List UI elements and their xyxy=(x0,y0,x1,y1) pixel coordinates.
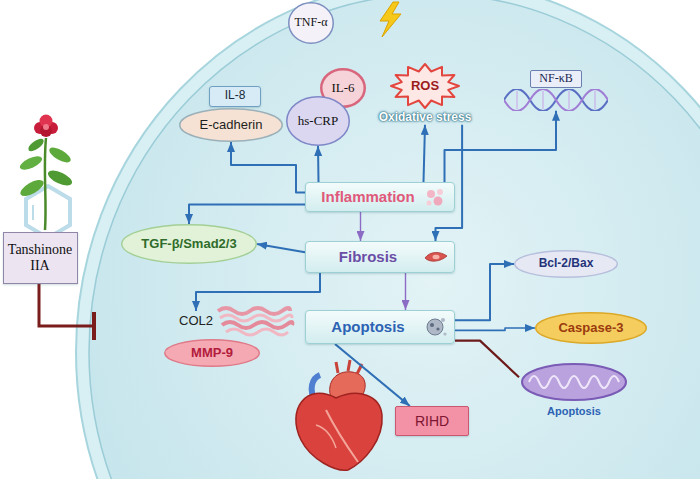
mitochondrion-node: Apoptosis xyxy=(519,360,629,418)
node-label: TGF-β/Smad2/3 xyxy=(141,237,236,252)
dna-helix xyxy=(504,89,608,111)
cell-icon xyxy=(424,186,448,208)
node-label: TNF-α xyxy=(295,16,328,30)
node-label: RIHD xyxy=(415,413,449,429)
node-label: Bcl-2/Bax xyxy=(539,257,594,271)
node-label: Tanshinone IIA xyxy=(8,242,72,274)
connector-arrow xyxy=(455,264,514,320)
cell-icon xyxy=(424,316,448,338)
marker-ellipse: Bcl-2/Bax xyxy=(514,250,618,278)
marker-box: IL-8 xyxy=(209,86,261,107)
radiation-bolt xyxy=(380,2,401,37)
connector-arrow xyxy=(455,341,519,378)
node-label: Caspase-3 xyxy=(558,321,623,336)
node-label: Apoptosis xyxy=(331,318,404,335)
process-box: Fibrosis xyxy=(305,241,455,273)
drug-box: Tanshinone IIA xyxy=(3,232,78,284)
cytokine-circle: TNF-α xyxy=(288,2,334,44)
connector-arrow xyxy=(189,205,305,225)
cell-membrane xyxy=(76,0,700,479)
connector-arrow xyxy=(405,273,406,310)
connector-arrow xyxy=(196,273,320,311)
marker-ellipse: Caspase-3 xyxy=(535,312,647,344)
apoptosis-label: Apoptosis xyxy=(547,405,601,418)
connector-arrow xyxy=(231,142,305,193)
node-label: Inflammation xyxy=(321,188,414,205)
star-area: ROS xyxy=(389,62,461,110)
nfkb-box: NF-κB xyxy=(530,70,581,88)
connector-arrow xyxy=(257,244,305,252)
stress-label: Oxidative stress xyxy=(379,111,472,125)
node-label: E-cadherin xyxy=(200,118,263,133)
nfkb-node: NF-κB xyxy=(504,70,608,111)
connector-arrow xyxy=(455,328,535,330)
collagen-fibers xyxy=(218,308,292,335)
cytokine-circle: hs-CRP xyxy=(286,96,350,146)
cell-icon xyxy=(424,246,448,268)
node-label: MMP-9 xyxy=(191,346,233,361)
node-label: Fibrosis xyxy=(339,248,397,265)
node-label: COL2 xyxy=(179,314,213,329)
factor-label: NF-κB xyxy=(539,72,572,86)
ros-label: ROS xyxy=(411,79,439,94)
process-box: Inflammation xyxy=(305,182,455,212)
heart-illustration xyxy=(296,360,382,470)
ros-star: ROS Oxidative stress xyxy=(379,62,472,125)
connector-arrow xyxy=(335,344,410,406)
node-label: IL-6 xyxy=(331,81,354,96)
process-box: Apoptosis xyxy=(305,310,455,344)
plant-illustration xyxy=(18,115,74,239)
outcome-box: RIHD xyxy=(395,406,469,436)
node-label: IL-8 xyxy=(225,89,246,103)
pathway-ellipse: TGF-β/Smad2/3 xyxy=(121,224,257,264)
marker-ellipse: MMP-9 xyxy=(164,339,260,367)
collagen-label: COL2 xyxy=(177,311,215,331)
connector-arrow xyxy=(424,125,426,182)
mitochondrion xyxy=(519,360,629,404)
connector-arrow xyxy=(317,146,320,182)
marker-ellipse: E-cadherin xyxy=(179,108,283,142)
node-label: hs-CRP xyxy=(298,114,338,129)
connector-arrow xyxy=(360,212,361,241)
